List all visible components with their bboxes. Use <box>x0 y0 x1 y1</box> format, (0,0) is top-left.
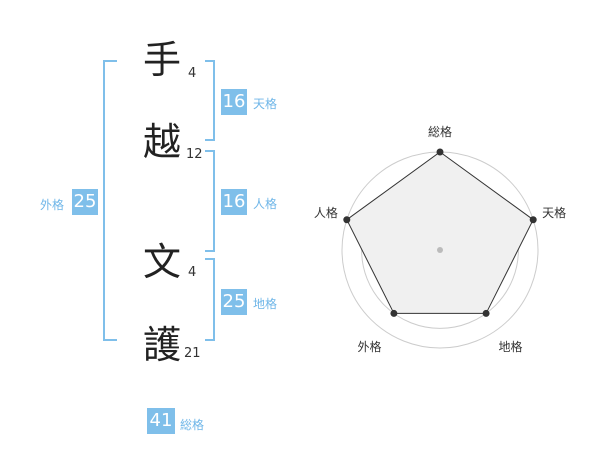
jinkaku-label: 人格 <box>253 197 278 211</box>
radar-point-3 <box>390 309 398 317</box>
chikaku-bracket <box>205 258 215 341</box>
gaikaku-value: 25 <box>72 189 98 215</box>
soukaku-label: 総格 <box>180 418 205 432</box>
chikaku-value: 25 <box>221 289 247 315</box>
tenkaku-bracket <box>205 60 215 141</box>
radar-axis-label-4: 人格 <box>314 205 338 220</box>
radar-data-polygon <box>346 151 534 314</box>
radar-point-2 <box>482 309 490 317</box>
radar-axis-label-0: 総格 <box>428 124 452 139</box>
stroke-count-2: 12 <box>186 147 203 162</box>
radar-point-4 <box>343 216 351 224</box>
radar-axis-label-3: 外格 <box>357 339 381 354</box>
soukaku-value: 41 <box>147 408 175 434</box>
tenkaku-value: 16 <box>221 89 247 115</box>
stroke-count-4: 21 <box>184 346 201 361</box>
jinkaku-bracket <box>205 150 215 252</box>
chikaku-label: 地格 <box>253 297 278 311</box>
radar-points <box>343 148 537 317</box>
tenkaku-label: 天格 <box>253 97 278 111</box>
name-char-2: 越 <box>143 120 182 164</box>
stroke-count-3: 4 <box>188 265 197 280</box>
radar-point-1 <box>529 216 537 224</box>
stroke-count-1: 4 <box>188 66 197 81</box>
radar-center-dot <box>437 247 443 253</box>
radar-axis-label-2: 地格 <box>499 339 523 354</box>
name-char-3: 文 <box>143 240 182 284</box>
jinkaku-value: 16 <box>221 189 247 215</box>
gaikaku-label: 外格 <box>40 198 65 212</box>
gaikaku-bracket <box>103 60 117 341</box>
name-char-1: 手 <box>143 38 182 82</box>
radar-axis-label-1: 天格 <box>542 205 566 220</box>
name-char-4: 護 <box>143 323 182 367</box>
radar-point-0 <box>436 148 444 156</box>
